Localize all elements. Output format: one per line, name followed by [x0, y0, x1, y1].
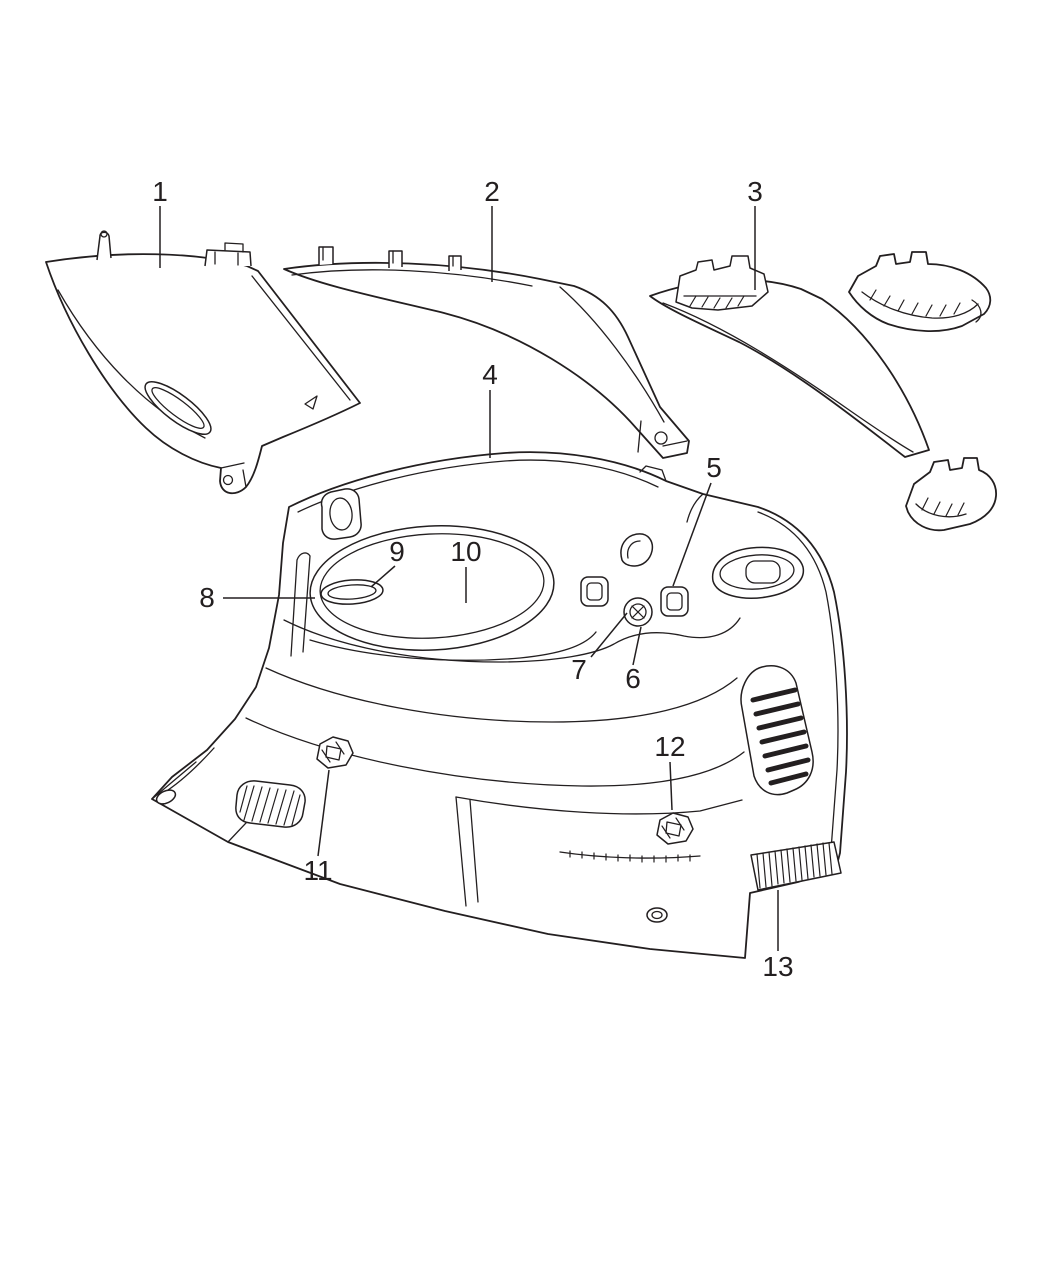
callout-12: 12	[654, 731, 686, 762]
leader-line-9	[370, 565, 396, 588]
leader-line-5	[672, 482, 712, 587]
callout-9: 9	[389, 536, 405, 567]
callout-11: 11	[303, 855, 333, 886]
callout-6: 6	[625, 663, 641, 694]
pillar-trim-part-1	[45, 230, 361, 495]
callout-3: 3	[747, 176, 763, 207]
round-grommet	[623, 597, 653, 627]
handle-recess	[711, 546, 805, 599]
armrest-bin-oval	[309, 525, 555, 651]
leader-line-7	[590, 612, 628, 658]
callout-7: 7	[571, 654, 587, 685]
callout-13: 13	[762, 951, 794, 982]
oval-cutout	[144, 381, 212, 435]
vent-louvers	[740, 665, 814, 796]
stud	[96, 231, 112, 261]
leader-line-12	[669, 761, 673, 811]
bin-top-edge	[455, 796, 743, 815]
retainer-clip-12	[656, 812, 694, 845]
top-clip	[318, 246, 334, 265]
callout-1: 1	[152, 176, 168, 207]
pillar-trim-part-2	[283, 246, 690, 459]
leader-line-6	[632, 626, 642, 666]
callout-2: 2	[484, 176, 500, 207]
leader-lines	[159, 206, 779, 951]
jamb-edge	[290, 552, 311, 657]
top-clip	[204, 249, 252, 267]
top-clip	[388, 250, 403, 268]
retainer-clip-11	[316, 736, 354, 769]
callout-5: 5	[706, 452, 722, 483]
retainer-bracket-top-right	[848, 251, 992, 332]
pillar-trim-part-3	[649, 255, 930, 458]
callout-10: 10	[450, 536, 482, 567]
top-clip	[448, 255, 462, 271]
quarter-trim-panel-main	[151, 451, 848, 959]
callout-4: 4	[482, 359, 498, 390]
scuff-grille	[750, 841, 842, 891]
belt-guide-clip	[620, 533, 654, 567]
upper-bracket	[675, 255, 769, 311]
callout-8: 8	[199, 582, 215, 613]
leader-line-11	[317, 769, 330, 857]
kick-grille	[235, 780, 306, 828]
flap-oval	[155, 789, 177, 805]
retainer-bracket-right	[905, 457, 997, 532]
square-plug-left	[580, 576, 609, 607]
square-plug-right	[660, 586, 689, 617]
drain-hole	[646, 907, 668, 923]
belt-exit-slot	[320, 488, 362, 540]
